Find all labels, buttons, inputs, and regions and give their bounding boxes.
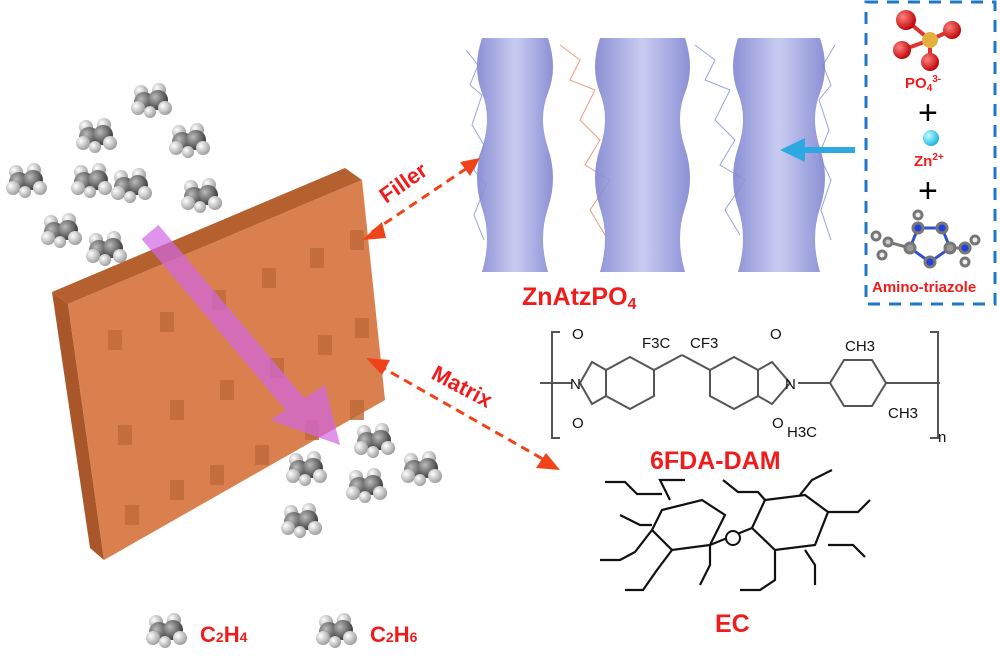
ec-structure (600, 469, 871, 592)
filler-label: Filler (375, 157, 433, 208)
group-h3c: H3C (787, 424, 817, 441)
ethylene-icon (146, 613, 187, 648)
polymer-label: 6FDA-DAM (650, 447, 781, 475)
plus-sign: + (918, 172, 938, 210)
atom-n: N (785, 376, 796, 393)
atom-n: N (570, 376, 581, 393)
amino-triazole-label: Amino-triazole (872, 279, 976, 296)
atom-o: O (572, 326, 584, 343)
legend-ethylene: C2H4 (200, 622, 248, 647)
plus-sign: + (918, 94, 938, 132)
ec-label: EC (715, 610, 750, 638)
matrix-label: Matrix (428, 360, 498, 413)
atom-o: O (770, 326, 782, 343)
group-cf3: CF3 (690, 335, 718, 352)
permeation-arrow (141, 224, 340, 445)
membrane (52, 168, 385, 560)
atom-o: O (772, 415, 784, 432)
zinc-label: Zn2+ (914, 152, 944, 170)
polymer-structure: O O N F3C CF3 O N O CH3 CH3 H3C n (540, 326, 946, 446)
group-f3c: F3C (642, 335, 671, 352)
amino-triazole-molecule (870, 209, 981, 269)
atom-o: O (572, 415, 584, 432)
zinc-ion (923, 130, 939, 146)
phosphate-label: PO43- (905, 74, 941, 94)
assembly-arrow (780, 138, 855, 162)
components-box: PO43- + Zn2+ + Amino-triazole (864, 0, 997, 306)
group-ch3: CH3 (845, 338, 875, 355)
mof-structure-image (462, 38, 840, 272)
group-ch3: CH3 (888, 405, 918, 422)
mof-label: ZnAtzPO4 (522, 283, 637, 313)
phosphate-molecule (893, 10, 961, 71)
matrix-arrow: Matrix (366, 358, 560, 470)
legend-ethane: C2H6 (370, 622, 418, 647)
repeat-n: n (938, 429, 946, 446)
ethane-icon (316, 613, 357, 648)
legend: C2H4 C2H6 (146, 613, 418, 648)
